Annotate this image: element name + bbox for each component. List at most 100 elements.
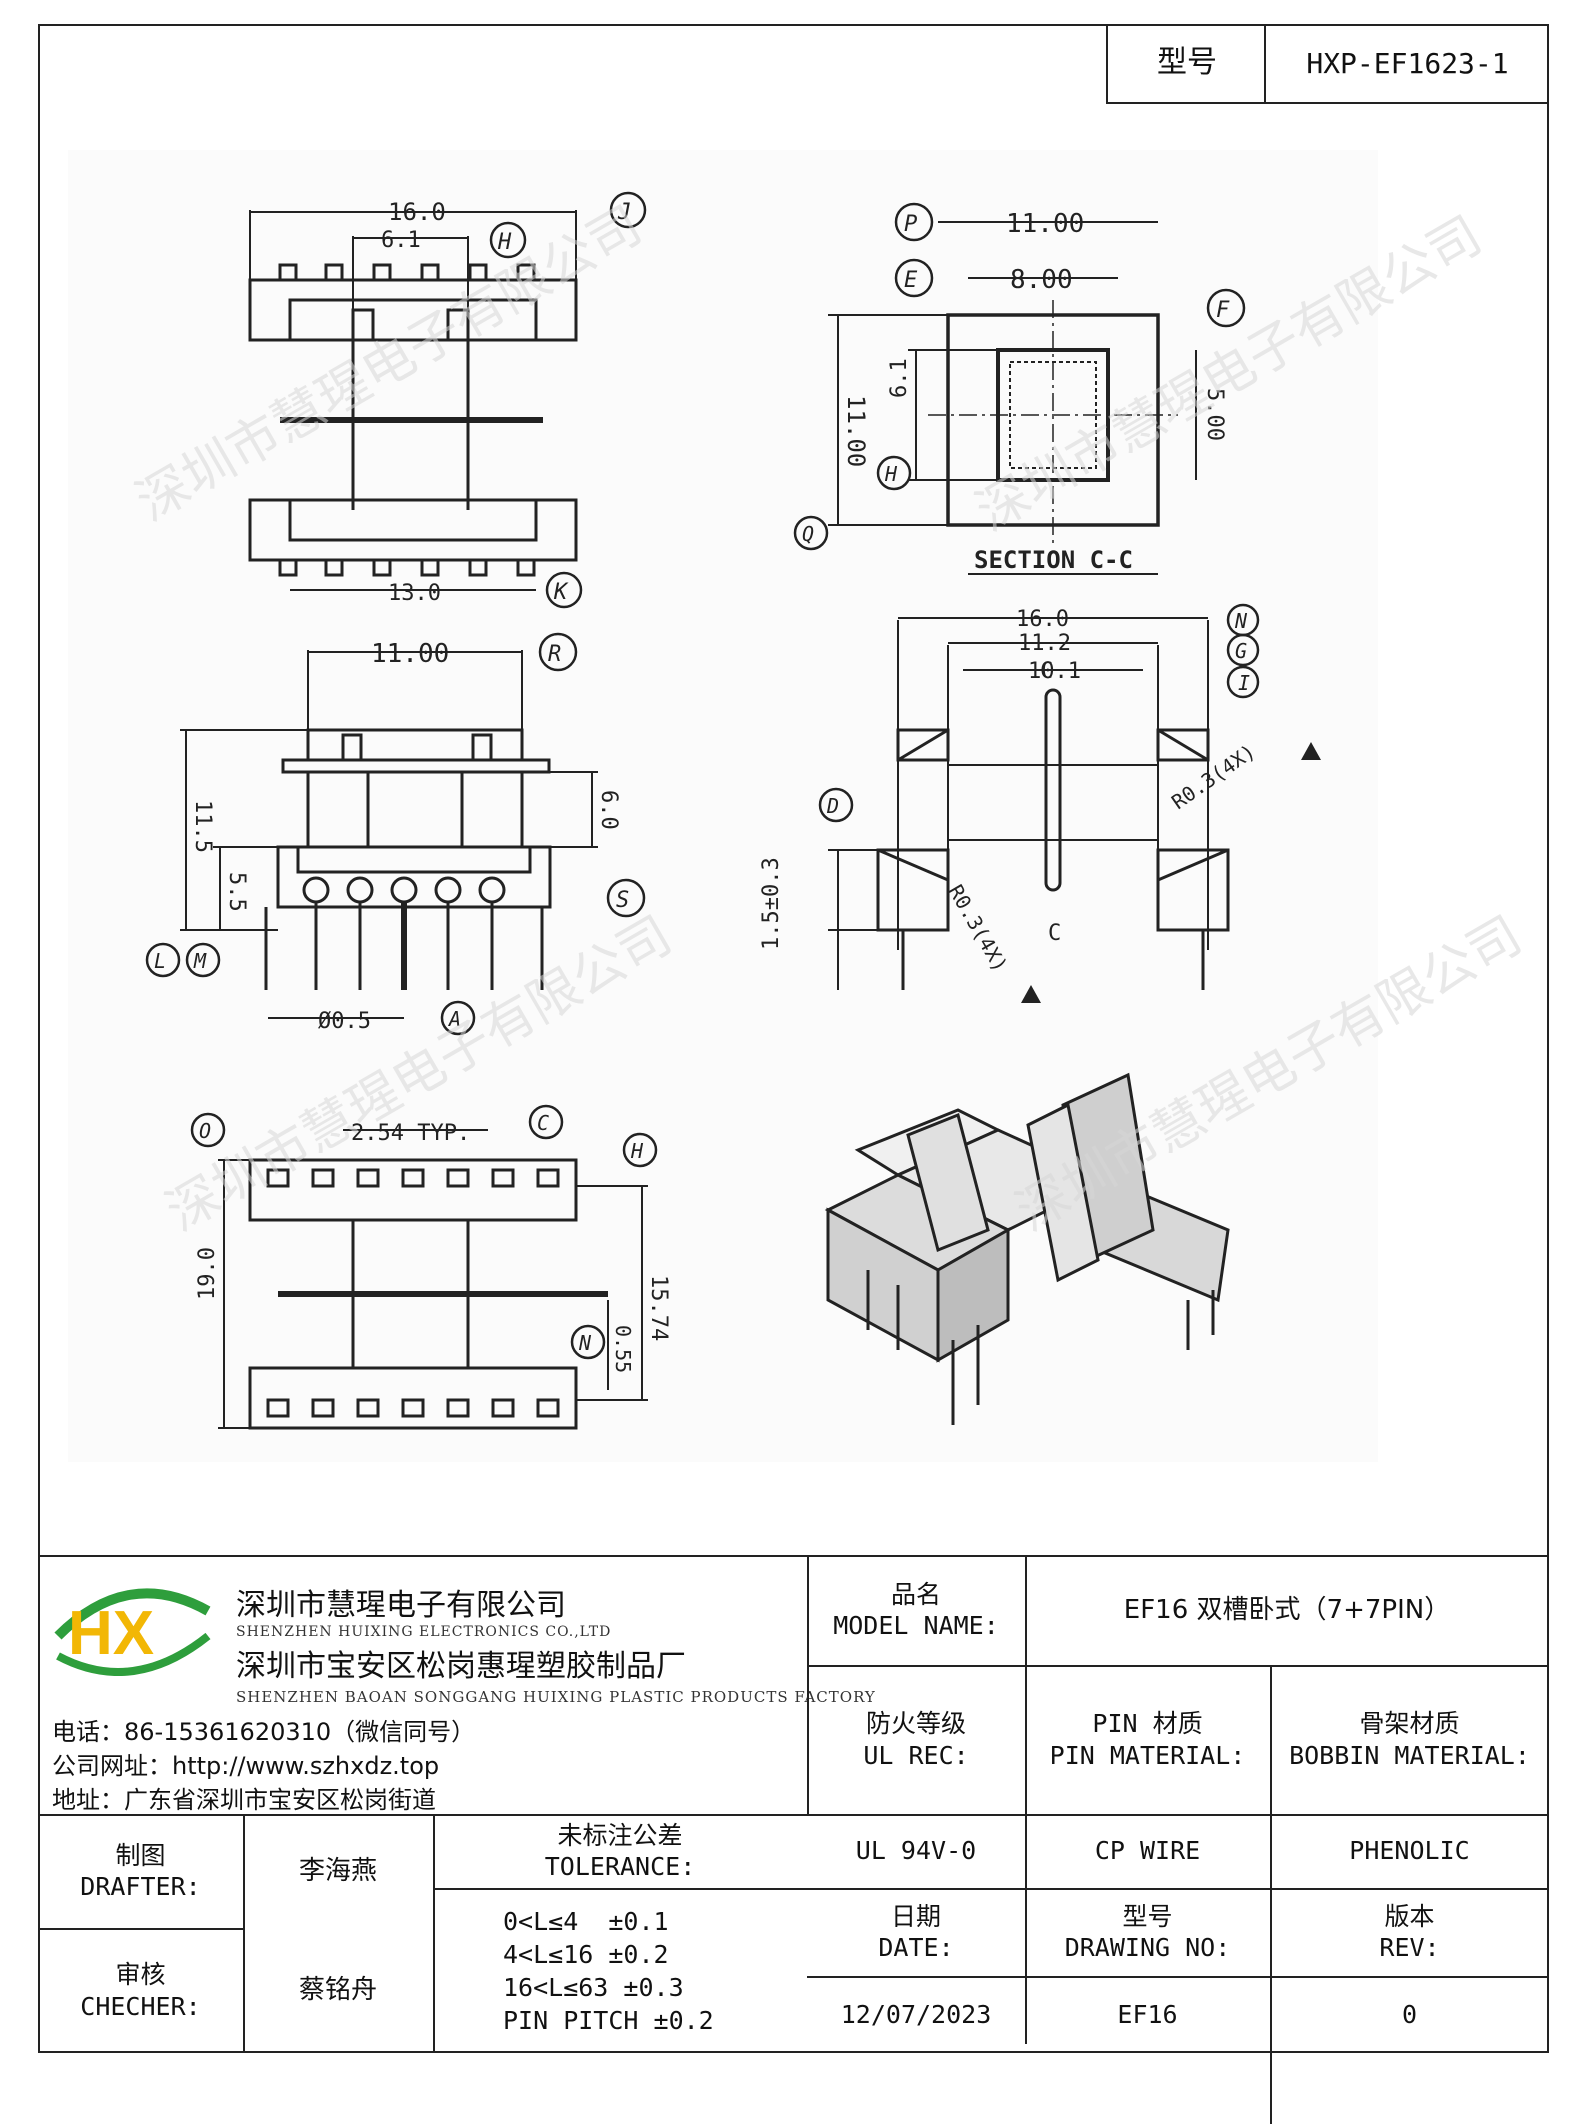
bottom-view: O 2.54 TYP. C H [190,1104,671,1430]
rev-label: 版本 REV: [1270,1888,1549,1976]
callout-i: I [1238,671,1250,695]
checker-label: 审核 CHECHER: [38,1928,243,2053]
title-block-top-line [38,1555,1549,1557]
front-dim-pin: Ø0.5 [318,1009,371,1034]
bottom-dim-right: 15.74 [646,1275,671,1341]
model-name-value: EF16 双槽卧式（7+7PIN） [1123,1594,1451,1625]
side-view: 16.0 11.2 10.1 N G I C C [759,603,1321,1003]
factory-en: SHENZHEN BAOAN SONGGANG HUIXING PLASTIC … [236,1688,876,1706]
callout-g: G [1235,639,1247,663]
isometric-view [824,1072,1230,1425]
section-dim-width: 11.00 [1006,209,1084,239]
bobbin-material-label: 骨架材质 BOBBIN MATERIAL: [1270,1665,1549,1814]
company-en: SHENZHEN HUIXING ELECTRONICS CO.,LTD [236,1624,612,1640]
drafter-label: 制图 DRAFTER: [38,1814,243,1928]
grid-line-4 [807,1976,1549,1978]
side-cut-label-bottom: C [1048,921,1061,946]
callout-a: A [447,1007,461,1031]
logo-letters: HX [68,1599,154,1668]
callout-d: D [826,794,839,818]
company-logo: HX [48,1576,218,1676]
grid-vline-4 [433,1814,435,2053]
callout-o: O [199,1119,211,1143]
company-website: 公司网址：http://www.szhxdz.top [52,1752,440,1780]
date-en: DATE: [878,1933,954,1962]
checker-en: CHECHER: [80,1991,201,2021]
bobbin-material-en: BOBBIN MATERIAL: [1289,1740,1530,1770]
grid-line-5 [38,1928,243,1930]
grid-line-6 [433,1888,807,1890]
title-block-divider [807,1555,809,1814]
side-dim-inner: 10.1 [1028,659,1081,684]
company-phone: 电话：86-15361620310（微信同号） [52,1718,476,1746]
bottom-pitch: 2.54 TYP. [351,1121,470,1146]
checker-value: 蔡铭舟 [298,1975,377,2006]
company-address: 地址：广东省深圳市宝安区松岗街道 [52,1786,436,1814]
company-cn: 深圳市慧瑆电子有限公司 [236,1588,566,1623]
drafter-cn: 制图 [115,1840,166,1870]
date-cn: 日期 [890,1901,941,1931]
callout-n-side: N [1234,609,1248,633]
grid-line-3 [807,1888,1549,1890]
callout-k: K [553,580,569,605]
top-dim-bottom: 13.0 [388,581,441,606]
side-radius-bottom: R0.3(4X) [944,881,1013,976]
factory-cn: 深圳市宝安区松岗惠瑆塑胶制品厂 [236,1649,686,1684]
callout-c: C [537,1111,549,1135]
grid-line-1 [807,1665,1549,1667]
callout-f: F [1216,298,1230,323]
top-dim-inner: 6.1 [381,228,421,253]
drafter-value: 李海燕 [298,1855,377,1886]
ul-label: 防火等级 UL REC: [807,1665,1025,1814]
checker-cn: 审核 [115,1960,166,1990]
side-cut-label-top: C [1040,659,1053,684]
front-dim-right: 6.0 [596,790,621,830]
side-radius-top: R0.3(4X) [1167,739,1260,814]
front-dim-mid: 5.5 [224,872,249,912]
callout-q: Q [802,522,814,546]
drawing-no-cn: 型号 [1122,1901,1173,1931]
drafter-value-cell: 李海燕 [243,1814,433,1928]
model-name-label: 品名 MODEL NAME: [807,1555,1025,1665]
ul-cn: 防火等级 [865,1709,966,1739]
ul-value-cell: UL 94V-0 [807,1814,1025,1888]
side-dim-mid: 11.2 [1018,631,1071,656]
pin-material-value-cell: CP WIRE [1025,1814,1270,1888]
bottom-dim-height: 19.0 [195,1247,220,1300]
checker-value-cell: 蔡铭舟 [243,1928,433,2053]
bobbin-material-value: PHENOLIC [1349,1836,1470,1866]
pin-material-label: PIN 材质 PIN MATERIAL: [1025,1665,1270,1814]
ul-en: UL REC: [863,1740,969,1770]
technical-drawing: 16.0 6.1 J H [68,150,1378,1462]
date-label: 日期 DATE: [807,1888,1025,1976]
model-name-cn: 品名 [890,1579,941,1609]
top-view: 16.0 6.1 J H [248,191,647,609]
rev-value: 0 [1401,1999,1418,2029]
drawing-no-en: DRAWING NO: [1064,1933,1231,1962]
front-dim-height: 11.5 [190,800,215,853]
header-model-value-cell: HXP-EF1623-1 [1264,24,1549,104]
rev-en: REV: [1379,1933,1440,1962]
pin-material-value: CP WIRE [1094,1836,1201,1866]
callout-n-bottom: N [578,1331,592,1355]
pin-material-cn: PIN 材质 [1092,1709,1203,1739]
header-model-label: 型号 [1157,45,1217,81]
date-value: 12/07/2023 [840,1999,992,2029]
rev-value-cell: 0 [1270,1976,1549,2053]
section-dim-right: 5.00 [1202,388,1227,441]
callout-h-bottom: H [630,1139,644,1163]
model-name-value-cell: EF16 双槽卧式（7+7PIN） [1025,1555,1549,1665]
tolerance-cn: 未标注公差 [557,1820,683,1850]
bottom-dim-gap: 0.55 [611,1325,635,1373]
tolerance-line-4: PIN PITCH ±0.2 [503,2005,714,2035]
rev-cn: 版本 [1384,1901,1435,1931]
tolerance-en: TOLERANCE: [544,1852,696,1881]
grid-line-2 [38,1814,1549,1816]
side-dim-left: 1.5±0.3 [759,857,784,950]
drawing-frame [38,24,1549,2053]
callout-e: E [904,268,918,293]
section-view: P 11.00 E 8.00 F 11.00 6.1 5.00 [793,202,1246,575]
pin-material-en: PIN MATERIAL: [1049,1740,1246,1770]
section-dim-height: 11.00 [842,395,870,467]
drawing-no-value: EF16 [1117,1999,1178,2029]
